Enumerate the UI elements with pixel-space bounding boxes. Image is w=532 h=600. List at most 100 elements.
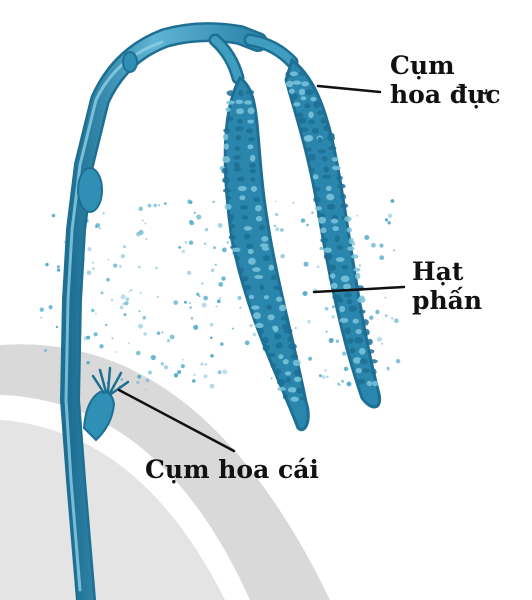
pollen-grain	[136, 350, 141, 356]
catkin-scale	[306, 147, 312, 152]
pollen-grain	[138, 323, 143, 329]
pollen-grain	[127, 342, 130, 345]
catkin-scale	[362, 328, 370, 336]
catkin-scale	[312, 174, 319, 180]
pollen-grain	[209, 323, 214, 327]
catkin-scale	[289, 71, 298, 77]
pollen-grain	[189, 220, 193, 224]
catkin-scale	[344, 327, 351, 335]
catkin-scale	[276, 296, 283, 302]
catkin-scale	[285, 377, 292, 383]
catkin-scale	[250, 185, 258, 192]
pollen-grain	[303, 261, 309, 267]
pollen-grain	[161, 331, 164, 334]
pollen-grain	[98, 227, 101, 230]
pollen-grain	[244, 340, 250, 346]
pollen-grain	[311, 211, 315, 215]
catkin-scale	[255, 322, 264, 329]
catkin-scale	[346, 298, 353, 305]
catkin-scale	[287, 387, 297, 393]
pollen-label: Hạt phấn	[412, 257, 482, 315]
catkin-scale	[288, 343, 297, 350]
pollen-grain	[92, 267, 95, 270]
pollen-grain	[387, 221, 391, 225]
catkin-scale	[224, 203, 232, 210]
pollen-grain	[173, 373, 179, 378]
pollen-grain	[148, 370, 152, 375]
catkin-scale	[225, 107, 231, 112]
pollen-grain	[292, 201, 295, 204]
catkin-scale	[252, 267, 261, 272]
catkin-scale	[321, 155, 328, 162]
pollen-grain	[198, 295, 201, 298]
pollen-grain	[183, 300, 187, 304]
pollen-grain	[377, 336, 382, 342]
catkin-scale	[317, 149, 326, 154]
pollen-grain	[135, 232, 141, 237]
catkin-scale	[326, 193, 335, 201]
pollen-grain	[188, 240, 194, 245]
pollen-grain	[222, 247, 227, 253]
catkin-scale	[300, 96, 307, 101]
catkin-scale	[243, 226, 252, 231]
catkin-scale	[275, 342, 283, 349]
pollen-grain	[43, 348, 48, 352]
catkin-scale	[222, 156, 231, 163]
catkin-scale	[229, 224, 236, 229]
pollen-grain	[39, 307, 44, 312]
pollen-grain	[200, 362, 204, 366]
pollen-grain	[379, 243, 384, 248]
pollen-grain	[193, 324, 199, 330]
pollen-grain	[217, 223, 223, 228]
pollen-grain	[145, 378, 150, 383]
catkin-scale	[285, 71, 292, 78]
pollen-grain	[138, 310, 141, 313]
pollen-grain	[163, 365, 169, 370]
catkin-scale	[327, 134, 335, 142]
pollen-grain	[302, 291, 308, 296]
pollen-grain	[318, 374, 322, 378]
catkin-scale	[232, 155, 241, 160]
catkin-scale	[361, 368, 371, 373]
male-catkin-right	[284, 57, 381, 409]
pollen-grain	[150, 354, 156, 361]
catkin-scale	[339, 317, 349, 323]
catkin-scale	[253, 197, 261, 202]
pollen-grain	[123, 245, 126, 249]
catkin-scale	[314, 187, 321, 192]
pollen-grain	[99, 344, 104, 349]
pollen-grain	[164, 202, 167, 205]
pollen-grain	[342, 351, 347, 356]
pollen-grain	[209, 383, 215, 389]
pollen-grain	[274, 200, 277, 203]
catkin-scale	[343, 283, 351, 290]
pollen-grain	[93, 332, 98, 337]
pollen-grain	[57, 268, 61, 272]
pollen-grain	[190, 317, 194, 320]
pollen-grain	[214, 263, 217, 266]
catkin-scale	[323, 253, 333, 261]
catkin-scale	[334, 235, 340, 243]
catkin-scale	[317, 110, 324, 116]
pollen-grain	[280, 254, 285, 259]
pollen-grain	[231, 327, 234, 330]
pollen-grain	[157, 296, 159, 298]
pollen-grain	[306, 223, 309, 227]
catkin-scale	[237, 118, 243, 124]
catkin-scale	[272, 285, 282, 290]
catkin-scale	[343, 292, 352, 298]
catkin-scale	[328, 146, 337, 151]
catkin-scale	[228, 235, 236, 240]
catkin-scale	[249, 168, 257, 174]
catkin-scale	[239, 195, 246, 201]
pollen-grain	[119, 305, 124, 310]
pollen-grain	[105, 323, 108, 327]
pollen-grain	[203, 295, 209, 301]
catkin-scale	[235, 126, 244, 131]
pollen-grain	[137, 374, 142, 379]
pollen-grain	[308, 356, 313, 361]
pollen-grain	[196, 292, 200, 296]
pollen-grain	[270, 377, 273, 380]
catkin-scale	[308, 111, 314, 119]
pollen-grain	[186, 270, 192, 276]
